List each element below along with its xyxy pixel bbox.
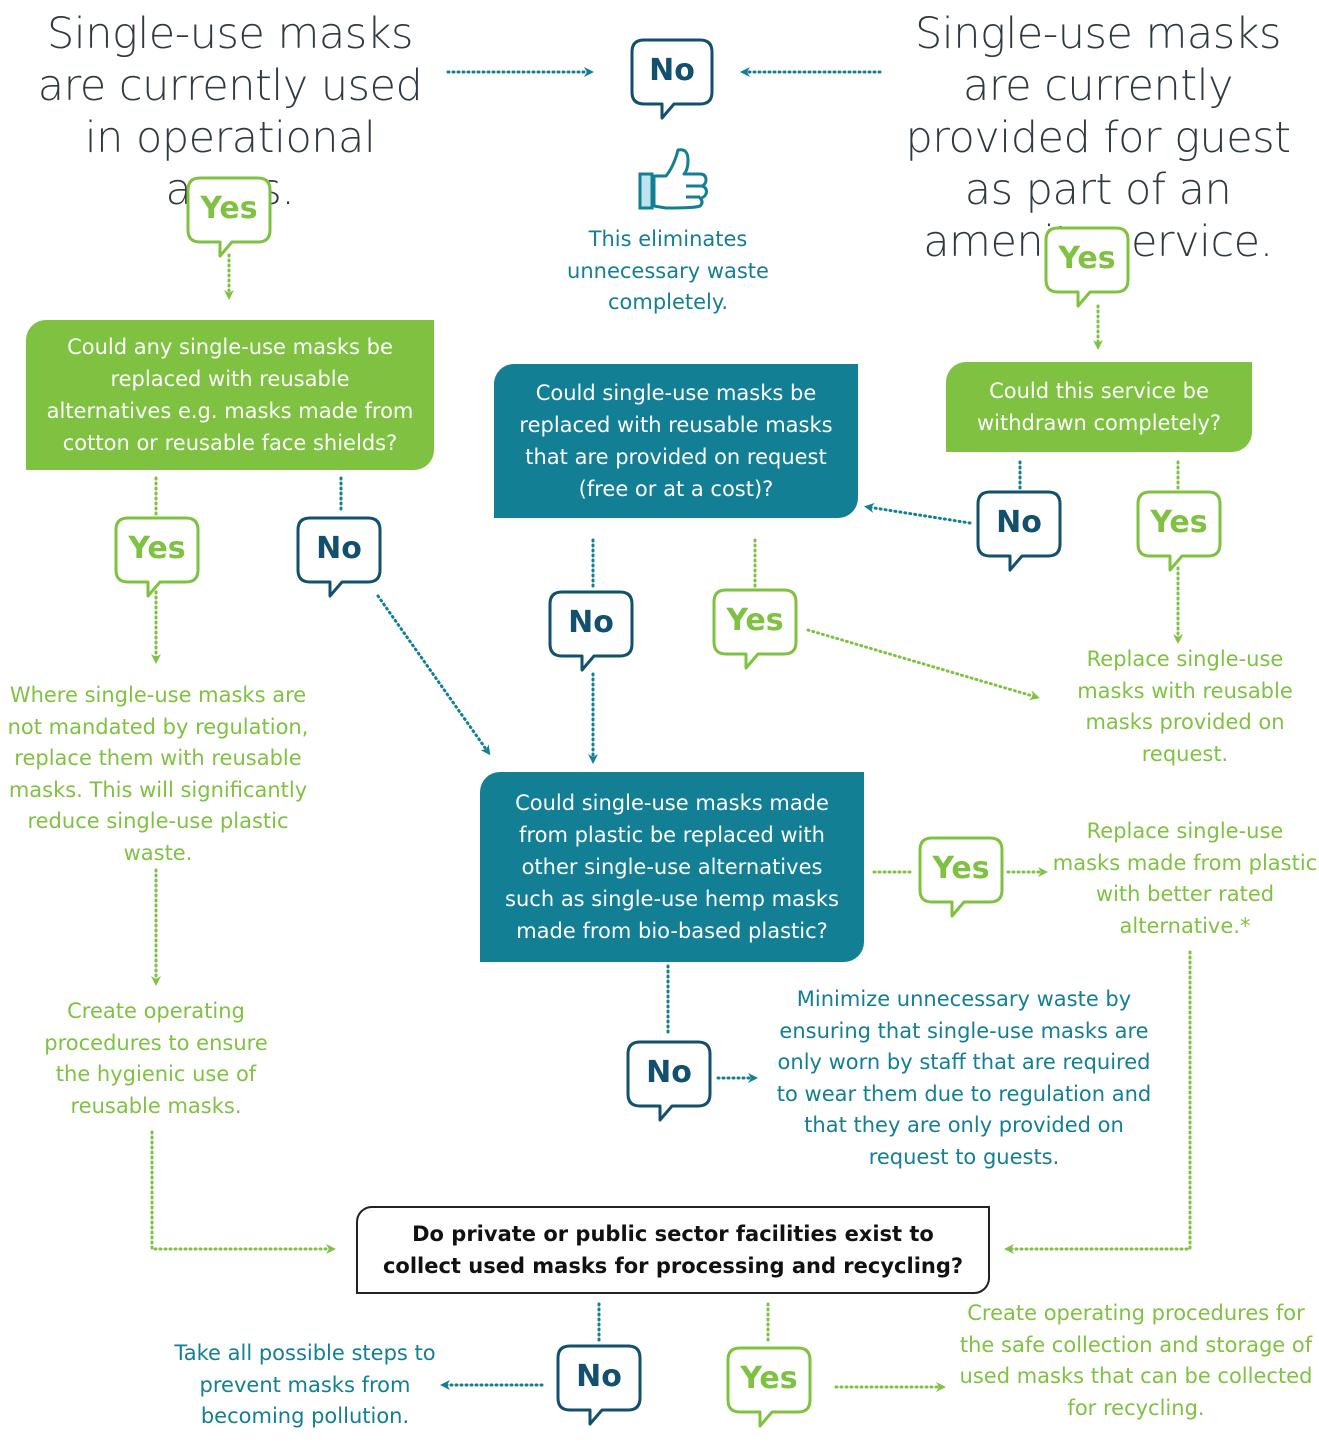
yes-label: Yes — [726, 603, 784, 638]
no-bubble-final: No — [556, 1344, 642, 1430]
yes-bubble-final: Yes — [726, 1346, 812, 1432]
yes-label: Yes — [1058, 241, 1116, 276]
no-label: No — [646, 1055, 692, 1090]
no-label: No — [568, 605, 614, 640]
no-label: No — [649, 53, 695, 88]
question-reusable-on-request: Could single-use masks be replaced with … — [494, 364, 858, 518]
result-hygienic-procedures: Create operating procedures to ensure th… — [44, 999, 268, 1118]
speech-bubble-icon — [726, 1346, 812, 1428]
question-withdraw-service: Could this service be withdrawn complete… — [946, 362, 1252, 452]
connector-no-to-question2 — [376, 594, 491, 756]
result-replace-on-request: Replace single-use masks with reusable m… — [1077, 647, 1293, 766]
connector-result2-to-final — [150, 1130, 336, 1254]
question-reusable-alternatives: Could any single-use masks be replaced w… — [26, 320, 434, 470]
result-replace-with-reusable: Where single-use masks are not mandated … — [7, 683, 309, 865]
speech-bubble-icon — [1136, 490, 1222, 572]
no-bubble-top: No — [630, 38, 714, 122]
no-bubble-center-2: No — [626, 1040, 712, 1126]
speech-bubble-icon — [296, 516, 382, 598]
speech-bubble-icon — [1044, 226, 1130, 308]
connector-center-yes-to-replace — [806, 628, 1040, 701]
yes-bubble-left: Yes — [186, 176, 272, 262]
result-safe-collection: Create operating procedures for the safe… — [959, 1301, 1313, 1420]
no-bubble-right: No — [976, 490, 1062, 576]
result-prevent-pollution: Take all possible steps to prevent masks… — [174, 1341, 436, 1428]
result-better-rated-alternative: Replace single-use masks made from plast… — [1052, 819, 1318, 938]
yes-label: Yes — [1150, 505, 1208, 540]
connector-right-no-to-center-question — [864, 502, 972, 525]
yes-bubble-center-1: Yes — [712, 588, 798, 674]
yes-label: Yes — [128, 531, 186, 566]
yes-bubble-left-2: Yes — [114, 516, 200, 602]
speech-bubble-icon — [630, 38, 714, 120]
no-label: No — [576, 1359, 622, 1394]
eliminates-waste-text: This eliminates unnecessary waste comple… — [567, 227, 769, 314]
title-amenity-service: Single-use masks are currently provided … — [905, 9, 1291, 267]
speech-bubble-icon — [186, 176, 272, 258]
no-label: No — [996, 505, 1042, 540]
no-label: No — [316, 531, 362, 566]
speech-bubble-icon — [918, 836, 1004, 918]
yes-bubble-right-2: Yes — [1136, 490, 1222, 576]
speech-bubble-icon — [712, 588, 798, 670]
no-bubble-center-1: No — [548, 590, 634, 676]
speech-bubble-icon — [556, 1344, 642, 1426]
speech-bubble-icon — [548, 590, 634, 672]
speech-bubble-icon — [114, 516, 200, 598]
result-minimize-waste: Minimize unnecessary waste by ensuring t… — [776, 987, 1152, 1169]
yes-bubble-right: Yes — [1044, 226, 1130, 312]
question-recycling-facilities: Do private or public sector facilities e… — [356, 1206, 990, 1294]
thumbs-up-icon — [636, 144, 712, 212]
yes-label: Yes — [740, 1361, 798, 1396]
no-bubble-left-2: No — [296, 516, 382, 602]
question-bio-based-alternatives: Could single-use masks made from plastic… — [480, 772, 864, 962]
yes-label: Yes — [200, 191, 258, 226]
yes-bubble-center-2: Yes — [918, 836, 1004, 922]
speech-bubble-icon — [976, 490, 1062, 572]
speech-bubble-icon — [626, 1040, 712, 1122]
yes-label: Yes — [932, 851, 990, 886]
